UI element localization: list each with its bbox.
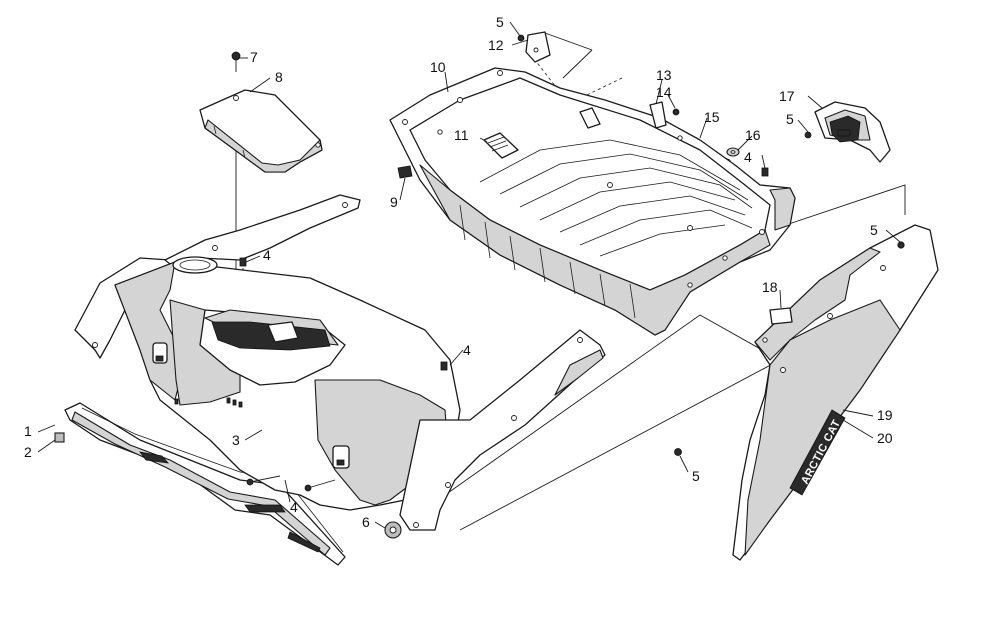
callout-4-cargo: 4 [744,149,752,165]
callout-1: 1 [24,423,32,439]
callout-3: 3 [232,432,240,448]
callout-5-side-panel-top: 5 [870,222,878,238]
cargo-box [389,67,796,336]
callout-4-lower: 4 [290,499,298,515]
callout-9: 9 [390,194,398,210]
plug [769,307,793,325]
callout-leaders [37,21,901,529]
callout-12: 12 [488,37,504,53]
callout-15: 15 [704,109,720,125]
callout-19: 19 [877,407,893,423]
callout-7: 7 [250,49,258,65]
callout-5-bracket: 5 [496,14,504,30]
warning-decal [483,132,519,159]
callout-5-tail-light: 5 [786,111,794,127]
callout-4-right-wing: 4 [463,342,471,358]
callout-labels: 7 8 1 2 3 4 4 4 4 5 5 5 5 6 9 10 11 12 1… [24,14,893,530]
tail-light [814,101,891,163]
callout-20: 20 [877,430,893,446]
storage-lid [199,89,323,173]
callout-10: 10 [430,59,446,75]
callout-17: 17 [779,88,795,104]
callout-6: 6 [362,514,370,530]
callout-8: 8 [275,69,283,85]
rear-body-panel [74,194,606,531]
callout-2: 2 [24,444,32,460]
callout-4-rear-body: 4 [263,247,271,263]
side-panel: ARCTIC CAT [732,224,939,561]
latch [649,101,680,129]
grommet [384,521,402,539]
lower-trim-panel [54,402,346,566]
lid-screw [231,51,241,72]
mounting-bracket [525,31,601,129]
callout-11: 11 [454,127,469,143]
clip [397,165,413,179]
callout-13: 13 [656,67,672,83]
washer [726,147,740,157]
fasteners [239,34,905,492]
callout-5-side-panel-bottom: 5 [692,468,700,484]
callout-16: 16 [745,127,761,143]
callout-14: 14 [656,84,672,100]
callout-18: 18 [762,279,778,295]
